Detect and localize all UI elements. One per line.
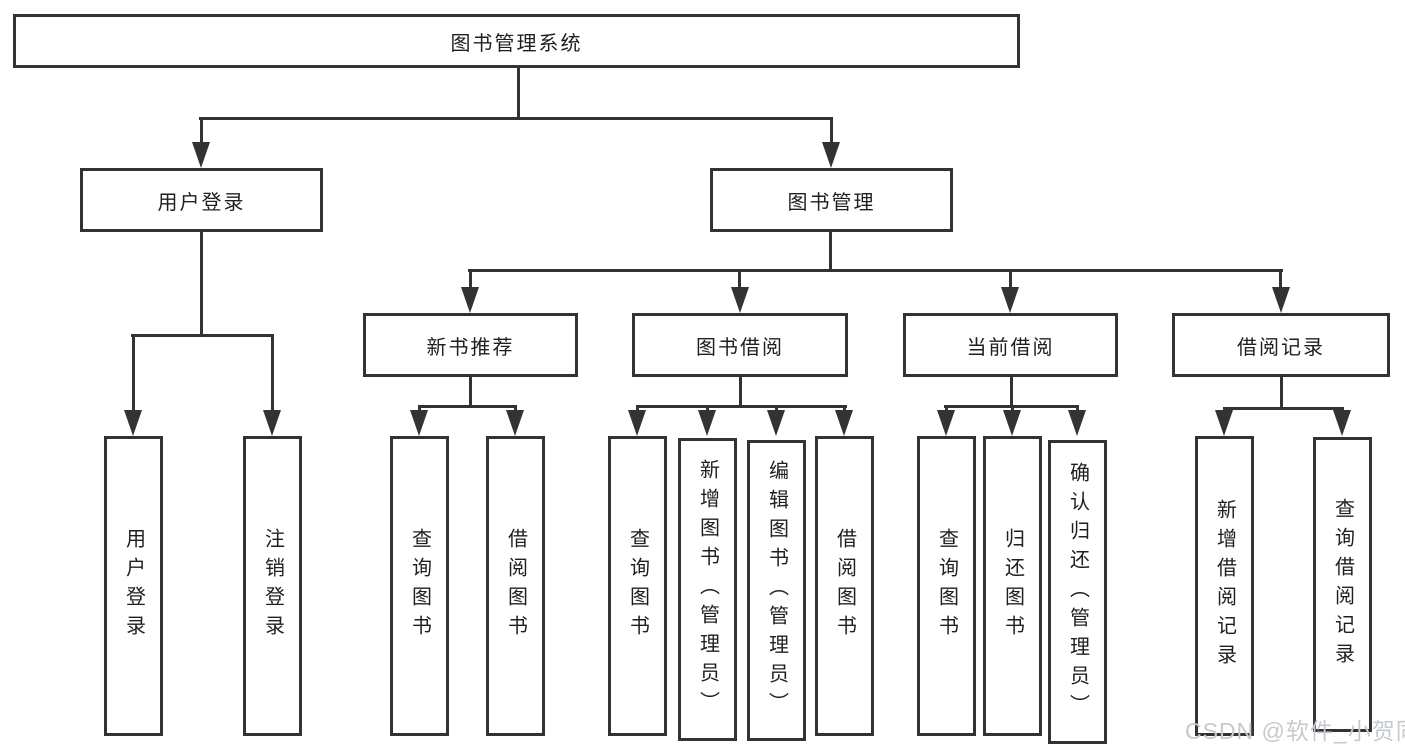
- node-borrowing-records: 借阅记录: [1172, 313, 1390, 377]
- connector-line: [469, 377, 472, 406]
- arrow-down-icon: [835, 410, 853, 436]
- node-book-borrowing: 图书借阅: [632, 313, 848, 377]
- arrow-down-icon: [767, 410, 785, 436]
- leaf-label: 查询图书: [626, 528, 649, 644]
- connector-line: [131, 334, 274, 337]
- leaf-label: 查询借阅记录: [1331, 497, 1354, 672]
- node-user-login: 用户登录: [80, 168, 323, 232]
- leaf-query-borrow-record: 查询借阅记录: [1313, 437, 1372, 732]
- leaf-label: 查询图书: [935, 528, 958, 644]
- connector-line: [418, 405, 421, 414]
- connector-line: [517, 68, 520, 118]
- connector-line: [1011, 405, 1014, 414]
- connector-line: [514, 405, 517, 414]
- leaf-label: 新增图书（管理员）: [696, 459, 719, 720]
- arrow-down-icon: [410, 410, 428, 436]
- leaf-label: 编辑图书（管理员）: [765, 460, 788, 721]
- leaf-label: 查询图书: [408, 528, 431, 644]
- connector-line: [271, 334, 274, 416]
- leaf-label: 确认归还（管理员）: [1066, 461, 1089, 723]
- leaf-label: 注销登录: [261, 528, 284, 644]
- node-root: 图书管理系统: [13, 14, 1020, 68]
- arrow-down-icon: [461, 287, 479, 313]
- leaf-confirm-return-admin: 确认归还（管理员）: [1048, 440, 1107, 744]
- arrow-down-icon: [1333, 410, 1351, 436]
- arrow-down-icon: [263, 410, 281, 436]
- leaf-user-login: 用户登录: [104, 436, 163, 736]
- arrow-down-icon: [1003, 410, 1021, 436]
- connector-line: [200, 232, 203, 335]
- leaf-label: 新增借阅记录: [1213, 499, 1236, 673]
- connector-line: [830, 117, 833, 150]
- arrow-down-icon: [1001, 287, 1019, 313]
- node-new-book-recommend: 新书推荐: [363, 313, 578, 377]
- connector-line: [132, 334, 135, 416]
- leaf-query-books-recommend: 查询图书: [390, 436, 449, 736]
- connector-line: [418, 405, 517, 408]
- connector-line: [775, 405, 778, 414]
- arrow-down-icon: [506, 410, 524, 436]
- node-book-management: 图书管理: [710, 168, 953, 232]
- leaf-query-books-borrow: 查询图书: [608, 436, 667, 736]
- connector-line: [636, 405, 639, 414]
- arrow-down-icon: [698, 410, 716, 436]
- arrow-down-icon: [937, 410, 955, 436]
- connector-line: [468, 269, 1283, 272]
- connector-line: [739, 377, 742, 406]
- connector-line: [1223, 407, 1344, 410]
- leaf-query-books-current: 查询图书: [917, 436, 976, 736]
- leaf-add-borrow-record: 新增借阅记录: [1195, 436, 1254, 736]
- leaf-edit-books-admin: 编辑图书（管理员）: [747, 440, 806, 741]
- connector-line: [738, 269, 741, 295]
- arrow-down-icon: [822, 142, 840, 168]
- connector-line: [843, 405, 846, 414]
- leaf-label: 归还图书: [1001, 528, 1024, 644]
- connector-line: [1009, 269, 1012, 295]
- watermark: CSDN @软件_小贺同学: [1185, 718, 1405, 744]
- connector-line: [706, 405, 709, 414]
- connector-line: [1076, 405, 1079, 414]
- arrow-down-icon: [1068, 410, 1086, 436]
- connector-line: [469, 269, 472, 295]
- connector-line: [1280, 377, 1283, 408]
- arrow-down-icon: [1272, 287, 1290, 313]
- leaf-add-books-admin: 新增图书（管理员）: [678, 438, 737, 741]
- leaf-label: 用户登录: [122, 528, 145, 644]
- leaf-borrow-books: 借阅图书: [815, 436, 874, 736]
- leaf-return-books: 归还图书: [983, 436, 1042, 736]
- arrow-down-icon: [731, 287, 749, 313]
- connector-line: [199, 117, 833, 120]
- arrow-down-icon: [1215, 410, 1233, 436]
- connector-line: [829, 232, 832, 270]
- arrow-down-icon: [124, 410, 142, 436]
- node-current-borrowing: 当前借阅: [903, 313, 1118, 377]
- leaf-borrow-books-recommend: 借阅图书: [486, 436, 545, 736]
- connector-line: [636, 405, 847, 408]
- connector-line: [200, 117, 203, 150]
- connector-line: [1279, 269, 1282, 295]
- leaf-label: 借阅图书: [504, 528, 527, 644]
- arrow-down-icon: [628, 410, 646, 436]
- connector-line: [945, 405, 948, 414]
- arrow-down-icon: [192, 142, 210, 168]
- leaf-label: 借阅图书: [833, 528, 856, 644]
- connector-line: [1010, 377, 1013, 406]
- leaf-logout: 注销登录: [243, 436, 302, 736]
